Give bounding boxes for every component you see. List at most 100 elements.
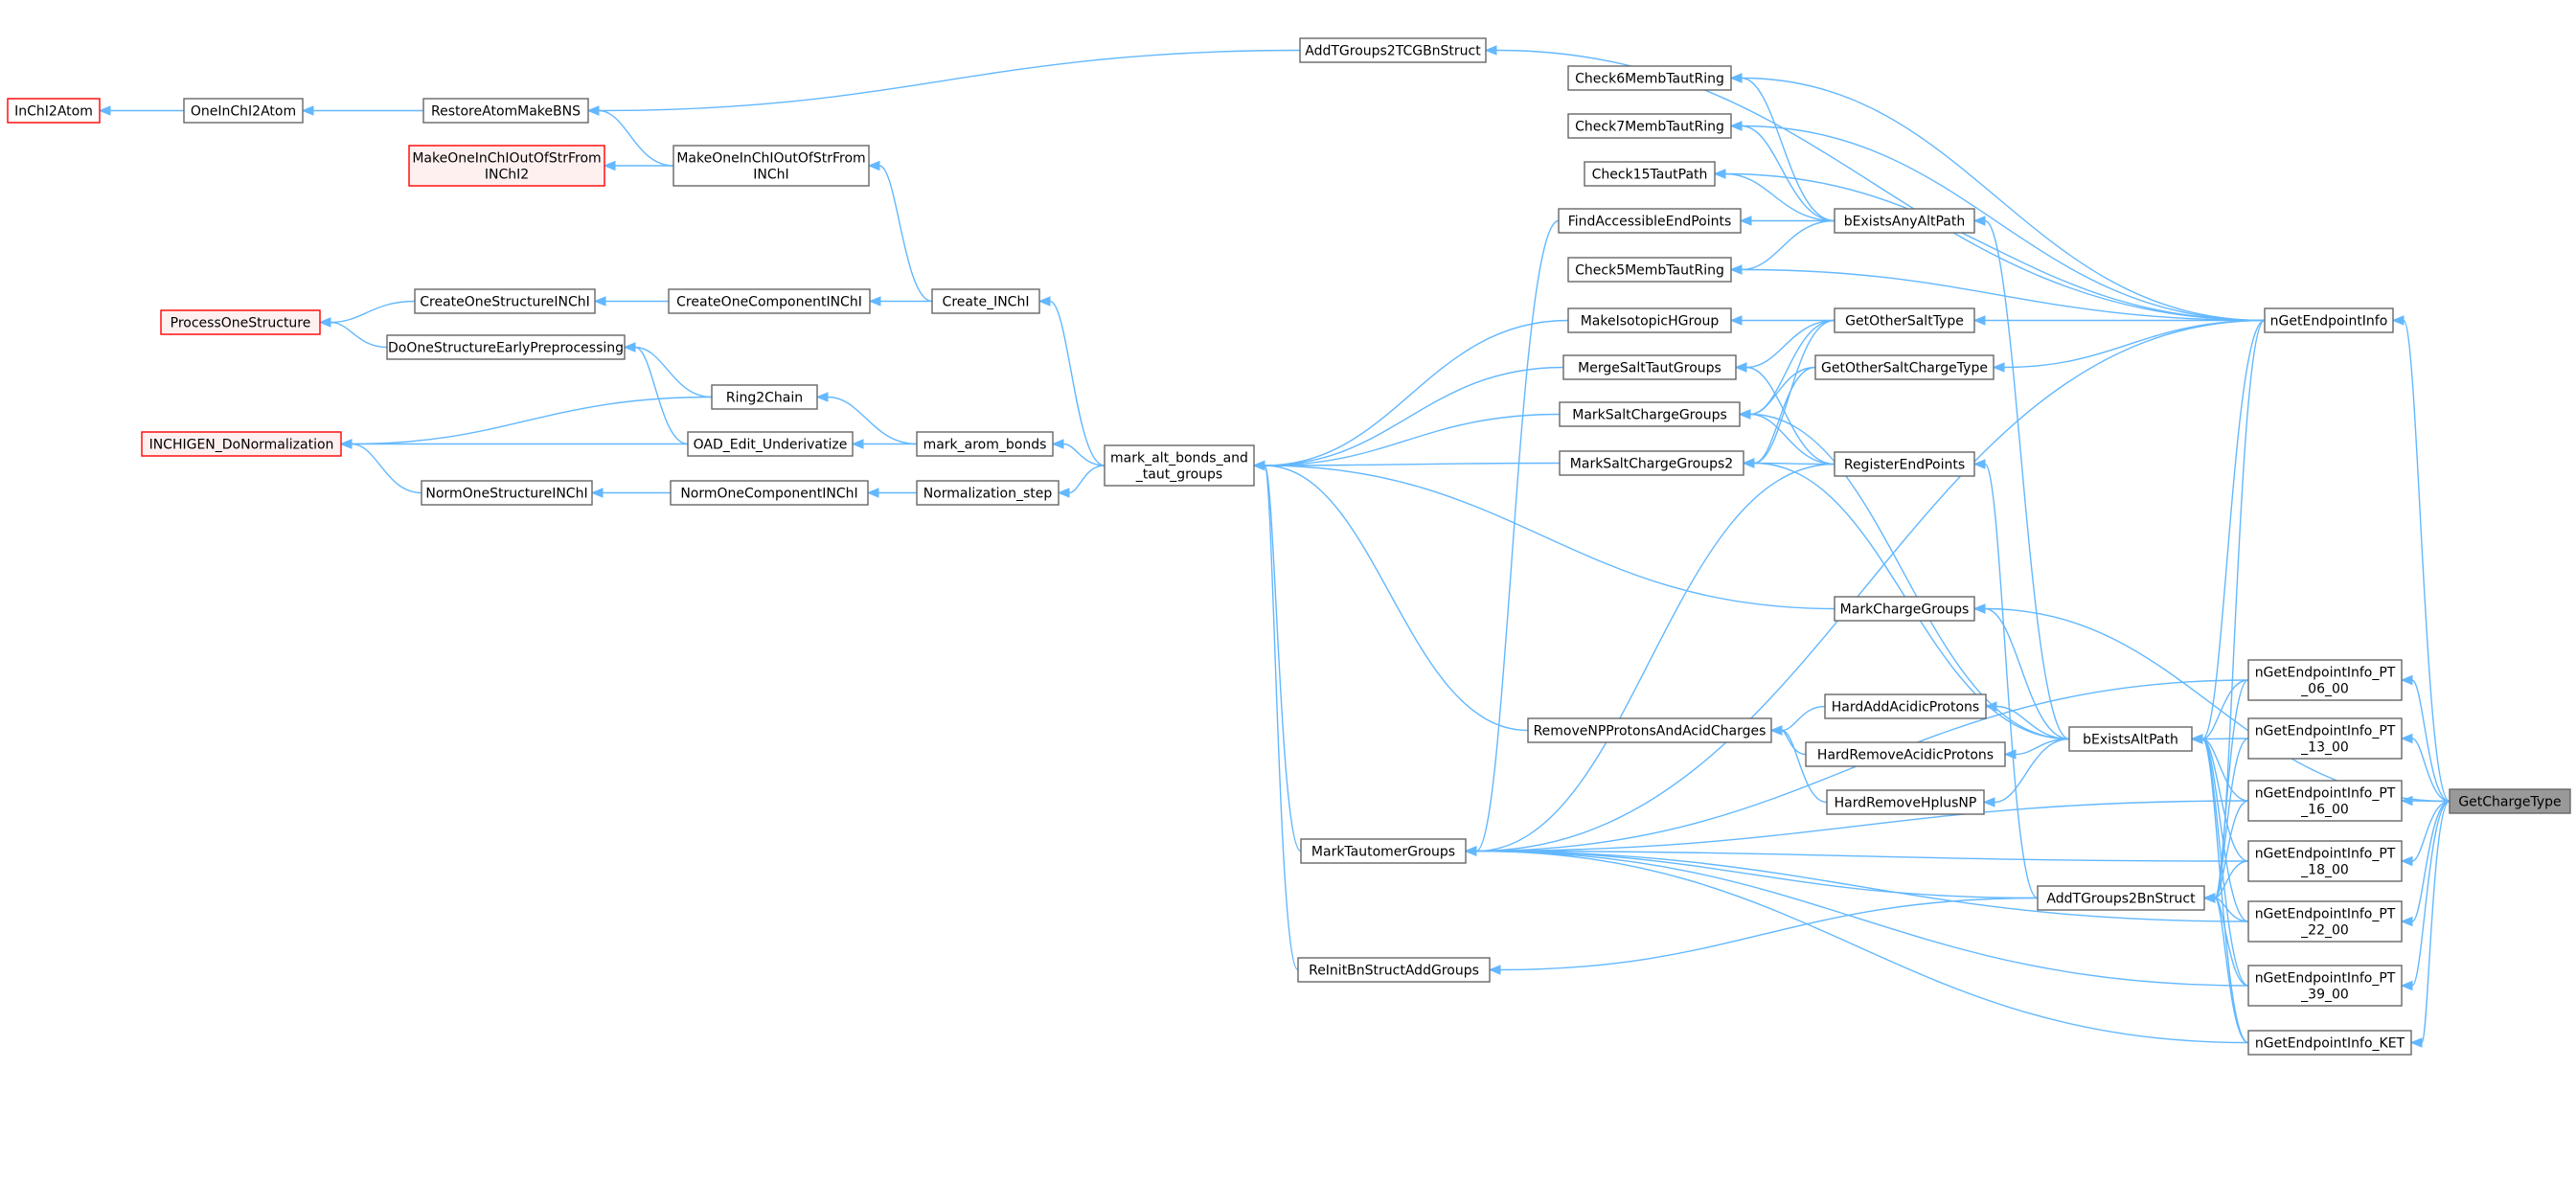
node-label: nGetEndpointInfo_PT xyxy=(2255,847,2396,862)
node-bexistsaltpath[interactable]: bExistsAltPath xyxy=(2068,726,2193,752)
node-label: _06_00 xyxy=(2300,682,2349,697)
node-ngetendpointinfo-pt-16-00[interactable]: nGetEndpointInfo_PT_16_00 xyxy=(2247,780,2403,822)
node-box xyxy=(1834,596,1975,622)
node-mark-alt-bonds-and-taut-groups[interactable]: mark_alt_bonds_and_taut_groups xyxy=(1104,444,1255,487)
node-label: Check5MembTautRing xyxy=(1575,263,1724,279)
node-markchargegroups[interactable]: MarkChargeGroups xyxy=(1834,596,1975,622)
node-ring2chain[interactable]: Ring2Chain xyxy=(711,384,818,410)
edge-arrowhead xyxy=(1729,315,1743,326)
node-label: NormOneComponentINChI xyxy=(680,487,857,502)
node-reinitbnstructaddgroups[interactable]: ReInitBnStructAddGroups xyxy=(1297,957,1491,983)
edge-bexistsanyaltpath-to-check5membtautring xyxy=(1729,219,1835,275)
edge-line xyxy=(2201,738,2249,922)
node-createonestructureinchi[interactable]: CreateOneStructureINChI xyxy=(414,288,596,314)
node-ngetendpointinfo-pt-22-00[interactable]: nGetEndpointInfo_PT_22_00 xyxy=(2247,900,2403,943)
node-registerendpoints[interactable]: RegisterEndPoints xyxy=(1834,451,1975,477)
edge-line xyxy=(1264,465,1302,852)
node-ngetendpointinfo[interactable]: nGetEndpointInfo xyxy=(2264,307,2394,333)
node-inchigen-donormalization[interactable]: INCHIGEN_DoNormalization xyxy=(141,431,342,457)
node-create-inchi[interactable]: Create_INChI xyxy=(931,288,1040,314)
node-normalization-step[interactable]: Normalization_step xyxy=(916,480,1060,506)
node-box xyxy=(687,431,854,457)
node-label: INChI xyxy=(753,168,788,183)
node-box xyxy=(931,288,1040,314)
edge-line xyxy=(2411,800,2451,922)
node-removenpprotonsandacidcharges[interactable]: RemoveNPProtonsAndAcidCharges xyxy=(1527,717,1772,743)
node-getothersaltchargetype[interactable]: GetOtherSaltChargeType xyxy=(1814,354,1995,380)
node-hardremoveacidicprotons[interactable]: HardRemoveAcidicProtons xyxy=(1805,741,2006,767)
edge-makeoneinchioutofstrfrominchi-to-makeoneinchioutofstrfrominchi2 xyxy=(603,160,673,171)
node-mergesalttautgroups[interactable]: MergeSaltTautGroups xyxy=(1562,354,1737,380)
node-box xyxy=(1299,37,1487,63)
node-ngetendpointinfo-pt-39-00[interactable]: nGetEndpointInfo_PT_39_00 xyxy=(2247,965,2403,1007)
edge-ngetendpointinfo-to-check6membtautring xyxy=(1729,73,2266,322)
edge-arrowhead xyxy=(866,488,879,498)
node-oneinchi2atom[interactable]: OneInChI2Atom xyxy=(183,98,304,124)
node-ngetendpointinfo-ket[interactable]: nGetEndpointInfo_KET xyxy=(2247,1030,2412,1056)
node-normonestructureinchi[interactable]: NormOneStructureINChI xyxy=(421,480,593,506)
node-box xyxy=(1584,161,1716,187)
node-label: _22_00 xyxy=(2300,923,2349,939)
node-label: MarkSaltChargeGroups xyxy=(1572,408,1727,423)
node-label: MarkChargeGroups xyxy=(1840,602,1970,618)
edge-line xyxy=(598,109,674,167)
edge-line xyxy=(1475,463,1835,852)
node-check6membtautring[interactable]: Check6MembTautRing xyxy=(1567,65,1732,91)
edge-arrowhead xyxy=(815,392,829,402)
node-box xyxy=(2247,659,2403,701)
node-check15tautpath[interactable]: Check15TautPath xyxy=(1584,161,1716,187)
node-processonestructure[interactable]: ProcessOneStructure xyxy=(160,309,321,335)
node-box xyxy=(2037,885,2205,911)
edge-line xyxy=(1745,319,1835,369)
edge-line xyxy=(330,321,388,349)
node-label: MakeOneInChIOutOfStrFrom xyxy=(412,151,601,167)
edge-line xyxy=(1264,319,1569,466)
node-ngetendpointinfo-pt-06-00[interactable]: nGetEndpointInfo_PT_06_00 xyxy=(2247,659,2403,701)
node-restoreatommakebns[interactable]: RestoreAtomMakeBNS xyxy=(422,98,589,124)
node-marksaltchargegroups[interactable]: MarkSaltChargeGroups xyxy=(1559,401,1741,427)
node-label: _13_00 xyxy=(2300,740,2349,756)
node-ngetendpointinfo-pt-18-00[interactable]: nGetEndpointInfo_PT_18_00 xyxy=(2247,840,2403,882)
node-inchi2atom[interactable]: InChI2Atom xyxy=(7,98,101,124)
edge-create-inchi-to-makeoneinchioutofstrfrominchi xyxy=(867,160,933,303)
node-box xyxy=(1834,451,1975,477)
node-createonecomponentinchi[interactable]: CreateOneComponentINChI xyxy=(668,288,871,314)
node-getchargetype[interactable]: GetChargeType xyxy=(2449,788,2571,814)
edge-arrowhead xyxy=(2202,893,2216,903)
edge-line xyxy=(2201,679,2249,740)
edge-bexistsaltpath-to-marksaltchargegroups xyxy=(1738,409,2070,740)
edge-ngetendpointinfo-pt-16-00-to-addtgroups2bnstruct xyxy=(2202,800,2249,903)
edge-mergesalttautgroups-to-mark-alt-bonds-and-taut-groups xyxy=(1252,366,1564,471)
edge-arrowhead xyxy=(1057,488,1070,498)
node-box xyxy=(2247,900,2403,943)
edge-getchargetype-to-ngetendpointinfo-pt-13-00 xyxy=(2400,733,2451,803)
node-label: HardAddAcidicProtons xyxy=(1832,700,1979,716)
node-findaccessibleendpoints[interactable]: FindAccessibleEndPoints xyxy=(1558,208,1742,234)
node-box xyxy=(1834,208,1975,234)
node-check7membtautring[interactable]: Check7MembTautRing xyxy=(1567,113,1732,139)
node-box xyxy=(1559,401,1741,427)
node-check5membtautring[interactable]: Check5MembTautRing xyxy=(1567,257,1732,283)
node-bexistsanyaltpath[interactable]: bExistsAnyAltPath xyxy=(1834,208,1975,234)
edge-line xyxy=(2411,738,2451,803)
node-normonecomponentinchi[interactable]: NormOneComponentINChI xyxy=(670,480,869,506)
node-hardaddacidicprotons[interactable]: HardAddAcidicProtons xyxy=(1824,693,1987,719)
node-marktautomergroups[interactable]: MarkTautomerGroups xyxy=(1300,838,1467,864)
edge-line xyxy=(2201,738,2249,1044)
node-makeisotopichgroup[interactable]: MakeIsotopicHGroup xyxy=(1567,307,1732,333)
node-ngetendpointinfo-pt-13-00[interactable]: nGetEndpointInfo_PT_13_00 xyxy=(2247,717,2403,760)
node-marksaltchargegroups2[interactable]: MarkSaltChargeGroups2 xyxy=(1559,450,1744,476)
node-mark-arom-bonds[interactable]: mark_arom_bonds xyxy=(916,431,1054,457)
node-hardremovehplusnp[interactable]: HardRemoveHplusNP xyxy=(1826,789,1985,815)
node-label: nGetEndpointInfo_PT xyxy=(2255,971,2396,987)
node-oad-edit-underivatize[interactable]: OAD_Edit_Underivatize xyxy=(687,431,854,457)
edge-bexistsaltpath-to-hardremoveacidicprotons xyxy=(2003,738,2070,760)
edge-arrowhead xyxy=(1713,169,1726,179)
node-addtgroups2tcgbnstruct[interactable]: AddTGroups2TCGBnStruct xyxy=(1299,37,1487,63)
edge-line xyxy=(827,396,918,445)
node-doonestructureearlypreprocessing[interactable]: DoOneStructureEarlyPreprocessing xyxy=(386,334,626,360)
node-getothersalttype[interactable]: GetOtherSaltType xyxy=(1834,307,1975,333)
node-addtgroups2bnstruct[interactable]: AddTGroups2BnStruct xyxy=(2037,885,2205,911)
